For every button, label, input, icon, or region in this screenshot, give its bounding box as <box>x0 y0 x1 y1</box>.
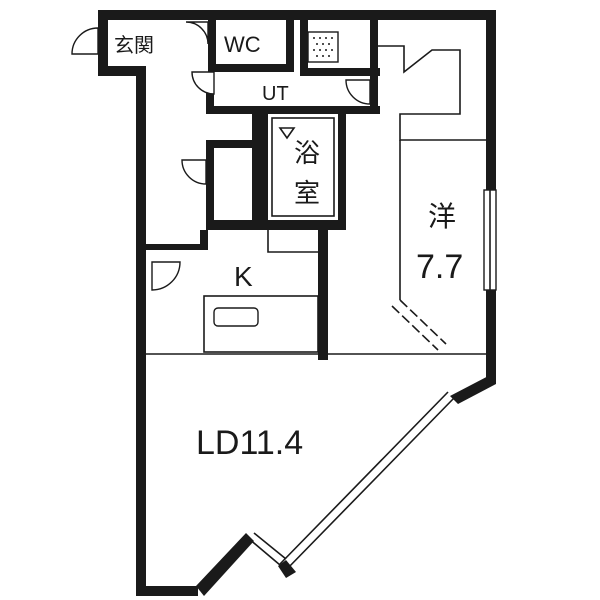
ut-label: UT <box>262 83 289 105</box>
corridor-door <box>151 261 181 291</box>
western-room-window <box>483 189 497 291</box>
bath-label-2: 室 <box>294 179 320 209</box>
interior-walls <box>146 20 380 360</box>
living-label: LD11.4 <box>196 424 303 462</box>
kitchen-counter <box>203 295 319 353</box>
western-closet-outline <box>378 45 486 141</box>
wc-door <box>185 21 209 45</box>
ut-door <box>191 71 215 95</box>
living-window <box>247 391 455 571</box>
fridge-space <box>267 230 318 253</box>
outer-walls <box>98 10 496 596</box>
wc-label: WC <box>224 32 261 57</box>
washing-machine-pan <box>307 31 339 63</box>
bath-label-1: 浴 <box>294 139 320 169</box>
closet-door <box>181 159 207 185</box>
western-door <box>345 79 371 105</box>
western-size-label: 7.7 <box>416 248 463 286</box>
western-sliding-door <box>391 299 447 351</box>
entrance-door <box>71 27 99 55</box>
kitchen-label: K <box>234 261 253 292</box>
bath-triangle-icon <box>278 127 296 140</box>
western-name-label: 洋 <box>428 200 456 233</box>
entrance-label: 玄関 <box>114 33 154 57</box>
bath-outline <box>271 117 335 217</box>
